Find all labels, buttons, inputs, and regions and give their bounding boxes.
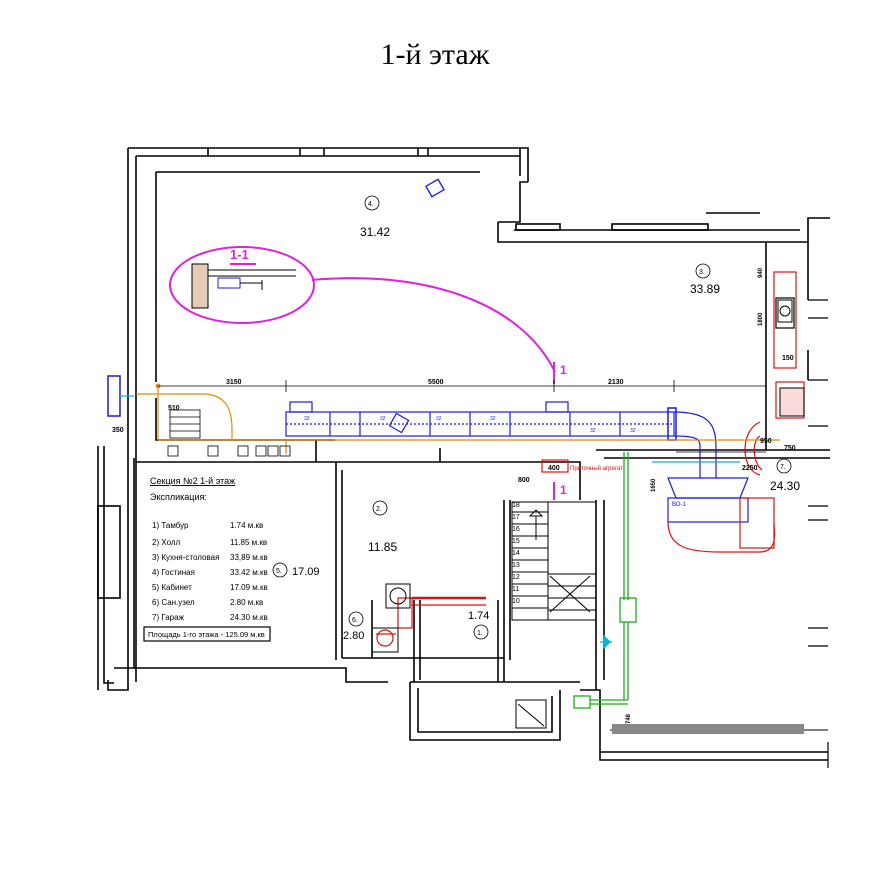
stair-step-label: 18 (512, 502, 520, 509)
room-number: 3. (699, 269, 705, 276)
room-area: 11.85 (368, 540, 397, 554)
staircase (511, 501, 597, 729)
equipment-label: Приточный агрегат (570, 465, 623, 472)
dimension-label: 1650 (651, 478, 657, 492)
explication-row-value: 1.74 м.кв (230, 521, 263, 530)
dimension-label: 3150 (226, 379, 242, 386)
dimension-lines (158, 380, 766, 453)
svg-text:32: 32 (630, 428, 636, 434)
dimension-label: 2130 (608, 379, 624, 386)
dimension-label: 1800 (758, 312, 764, 326)
section-callout (169, 246, 556, 500)
duct-labels: 32 32 32 32 32 32 ВО-1 (304, 416, 686, 508)
room-area: 2.80 (343, 630, 364, 642)
right-wall-marks (808, 299, 829, 768)
room-number: 4. (368, 201, 374, 208)
room-number: 5. (276, 568, 282, 575)
room-number: 2. (376, 506, 382, 513)
explication-row-value: 33.42 м.кв (230, 568, 268, 577)
green-pipe (573, 452, 637, 709)
equipment-label: ВО-1 (672, 502, 686, 508)
dimension-label: 748 (626, 713, 632, 724)
explication-row-name: 6) Сан.узел (152, 598, 195, 607)
stair-step-label: 12 (512, 574, 520, 581)
explication-row-name: 4) Гостиная (152, 568, 195, 577)
svg-text:32: 32 (490, 416, 496, 422)
stair-step-label: 10 (512, 598, 520, 605)
orange-line (136, 386, 780, 454)
explication-row-name: 5) Кабинет (152, 583, 192, 592)
dimension-label: 150 (782, 355, 794, 362)
section-cut-mark: 1 (560, 483, 567, 497)
stair-step-label: 16 (512, 526, 520, 533)
cyan-marks (120, 395, 740, 650)
bathroom-fixtures (371, 583, 411, 653)
stair-step-label: 15 (512, 538, 520, 545)
room-number: 7. (780, 464, 786, 471)
air-diffuser (425, 178, 445, 198)
explication-table: Секция №2 1-й этаж Экспликация: 1) Тамбу… (143, 476, 271, 642)
room-number: 1. (477, 630, 483, 637)
dimension-label: 350 (112, 427, 124, 434)
room-area: 33.89 (690, 282, 720, 296)
dimension-label: 950 (760, 438, 772, 445)
explication-subheading: Экспликация: (150, 492, 207, 502)
explication-row-value: 2.80 м.кв (230, 598, 263, 607)
kitchen-fixtures (777, 299, 805, 417)
dimension-label: 400 (548, 465, 560, 472)
explication-row-value: 33,89 м.кв (230, 553, 268, 562)
svg-text:32: 32 (380, 416, 386, 422)
stair-step-label: 17 (512, 514, 520, 521)
explication-row-value: 17.09 м.кв (230, 583, 268, 592)
room-area: 1.74 (468, 610, 489, 622)
stair-step-label: 13 (512, 562, 520, 569)
dimension-label: 2250 (742, 465, 758, 472)
explication-row-name: 2) Холл (152, 538, 181, 547)
stair-step-label: 11 (512, 586, 519, 593)
explication-row-value: 11.85 м.кв (230, 538, 267, 547)
explication-row-name: 1) Тамбур (152, 521, 189, 530)
dimension-label: 750 (784, 445, 796, 452)
svg-text:32: 32 (304, 416, 310, 422)
room-area: 17.09 (292, 566, 320, 578)
svg-text:32: 32 (436, 416, 442, 422)
dimension-label: 510 (168, 405, 180, 412)
dimension-label: 800 (518, 477, 530, 484)
explication-row-name: 3) Кухня-столовая (152, 553, 219, 562)
room-labels: 4. 31.42 3. 33.89 2. 11.85 5. 17.09 6. 2… (272, 195, 800, 642)
dimension-label: 940 (758, 267, 764, 278)
explication-row-value: 24.30 м.кв (230, 613, 268, 622)
exhaust-duct (376, 271, 805, 647)
walls (97, 147, 830, 761)
explication-row-name: 7) Гараж (152, 613, 185, 622)
corridor-boxes (167, 409, 291, 457)
section-detail (191, 263, 296, 309)
explication-heading: Секция №2 1-й этаж (150, 476, 235, 486)
garage-door (612, 724, 804, 734)
dimension-labels: 3150 5500 2130 750 400 800 2250 150 350 … (112, 355, 796, 484)
section-cut-mark: 1 (560, 363, 567, 377)
stair-step-label: 14 (512, 550, 520, 557)
explication-total: Площадь 1-го этажа - 125.09 м.кв (148, 630, 265, 639)
room-area: 31.42 (360, 225, 390, 239)
section-mark: 1-1 (230, 247, 249, 262)
dimension-label: 5500 (428, 379, 444, 386)
page-title: 1-й этаж (380, 38, 490, 71)
room-area: 24.30 (770, 479, 800, 493)
svg-text:32: 32 (590, 428, 596, 434)
room-number: 6. (352, 617, 358, 624)
stair-numbers: 18 17 16 15 14 13 12 11 10 (512, 502, 520, 605)
